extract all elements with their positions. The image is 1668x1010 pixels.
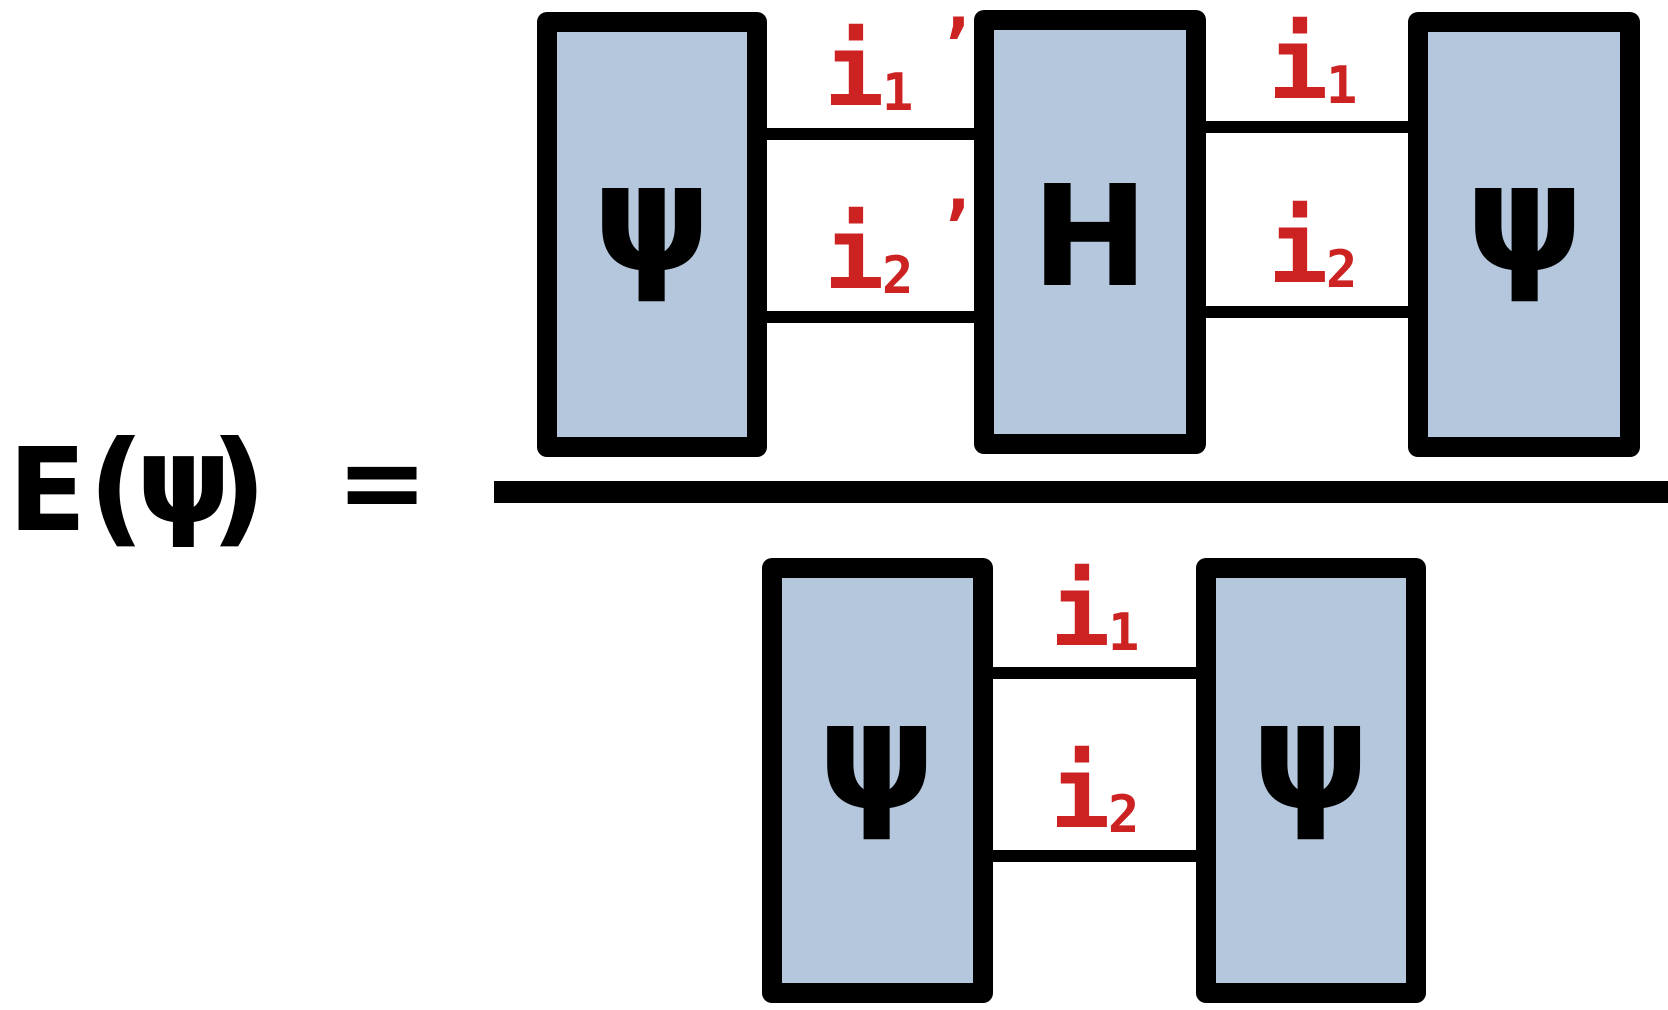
index-i1-prime-letter: i bbox=[824, 12, 884, 129]
hamiltonian-label: H bbox=[1031, 156, 1148, 319]
norm-psi-tensor-right bbox=[1196, 558, 1426, 1003]
close-paren: ) bbox=[210, 415, 267, 560]
numerator: ψ H ψ i 1 ’ i 2 ’ i 1 i 2 bbox=[537, 5, 1640, 457]
norm-index-i2-letter: i bbox=[1050, 734, 1110, 851]
norm-index-i2-subscript: 2 bbox=[1108, 785, 1139, 845]
norm-index-i1-subscript: 1 bbox=[1108, 603, 1139, 663]
index-i2-prime-letter: i bbox=[824, 195, 884, 312]
index-i1-prime-mark: ’ bbox=[935, 5, 977, 87]
index-i1-subscript-right: 1 bbox=[1326, 56, 1357, 116]
energy-lhs: E ( ψ ) = bbox=[8, 412, 428, 560]
psi-tensor-right bbox=[1408, 12, 1640, 457]
psi-label-left: ψ bbox=[592, 132, 711, 306]
psi-label-right: ψ bbox=[1465, 132, 1584, 306]
equals-sign: = bbox=[336, 418, 428, 546]
norm-psi-label-right: ψ bbox=[1251, 670, 1370, 844]
index-i2-prime-subscript: 2 bbox=[882, 246, 913, 306]
psi-argument: ψ bbox=[136, 412, 231, 551]
index-i2-subscript-right: 2 bbox=[1326, 240, 1357, 300]
index-i1-prime-subscript: 1 bbox=[882, 63, 913, 123]
norm-psi-tensor-left bbox=[762, 558, 993, 1003]
index-i2-letter-right: i bbox=[1268, 189, 1328, 306]
denominator: ψ ψ i 1 i 2 bbox=[762, 552, 1426, 1003]
energy-symbol: E bbox=[8, 424, 87, 558]
norm-psi-label-left: ψ bbox=[817, 670, 936, 844]
norm-index-i1-letter: i bbox=[1050, 552, 1110, 669]
hamiltonian-operator bbox=[974, 10, 1206, 454]
index-i2-prime-mark: ’ bbox=[935, 187, 977, 269]
index-i1-letter-right: i bbox=[1268, 5, 1328, 122]
open-paren: ( bbox=[88, 415, 145, 560]
psi-tensor-left bbox=[537, 12, 767, 457]
